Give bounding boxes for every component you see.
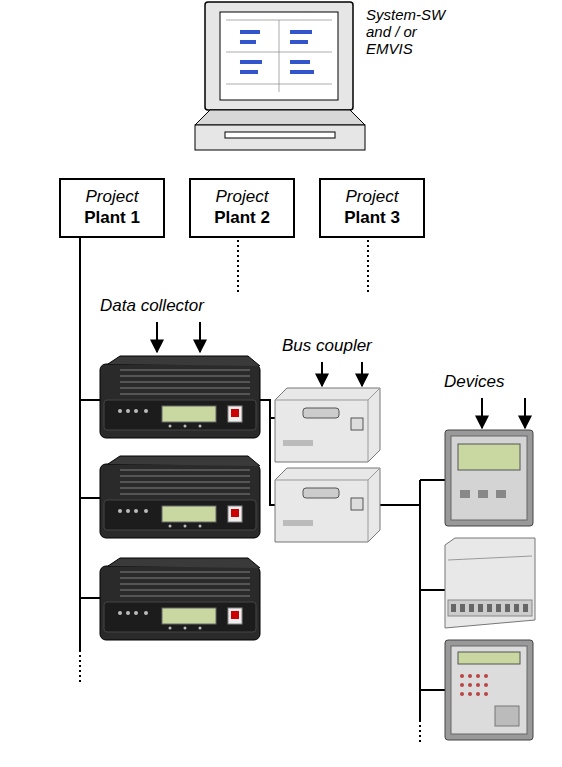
project-box: ProjectPlant 3 <box>319 178 425 238</box>
box-title: Plant 3 <box>329 207 415 228</box>
box-heading: Project <box>69 186 155 207</box>
section-label: Data collector <box>100 296 260 316</box>
software-label: System-SW and / or EMVIS <box>366 6 458 57</box>
device <box>445 640 533 740</box>
bus-coupler <box>275 468 380 542</box>
section-label: Bus coupler <box>282 336 412 356</box>
data-collector <box>100 456 260 538</box>
project-box: ProjectPlant 1 <box>59 178 165 238</box>
box-heading: Project <box>199 186 285 207</box>
section-label: Devices <box>444 372 554 392</box>
device <box>445 538 535 628</box>
box-heading: Project <box>329 186 415 207</box>
bus-coupler <box>275 388 380 462</box>
bus-wire <box>80 235 445 745</box>
project-box: ProjectPlant 2 <box>189 178 295 238</box>
box-title: Plant 1 <box>69 207 155 228</box>
device <box>445 430 533 526</box>
box-title: Plant 2 <box>199 207 285 228</box>
data-collector <box>100 558 260 640</box>
computer <box>195 2 365 150</box>
data-collector <box>100 356 260 438</box>
